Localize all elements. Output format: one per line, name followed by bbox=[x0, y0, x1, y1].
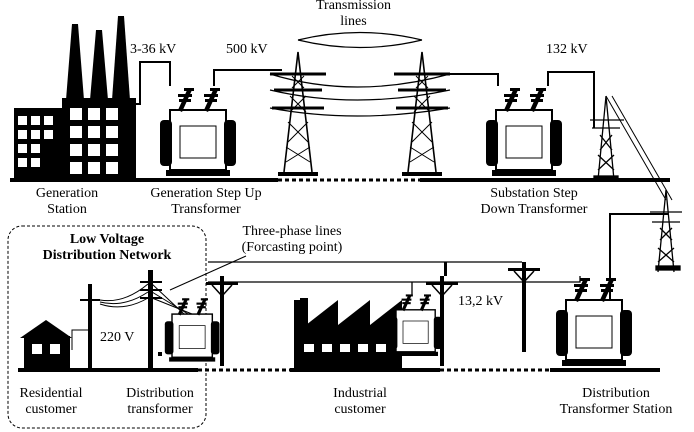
substation-label: Substation Step Down Transformer bbox=[472, 186, 596, 218]
top-ground-line bbox=[10, 178, 670, 182]
wire-132kv-out bbox=[547, 71, 595, 128]
industrial-text-1: Industrial bbox=[333, 386, 387, 401]
voltage-13-2kv: 13,2 kV bbox=[458, 294, 504, 309]
wire-132kv-in bbox=[450, 73, 499, 86]
lv-network-text-2: Distribution Network bbox=[42, 248, 172, 263]
distribution-transformer-text-1: Distribution bbox=[126, 386, 194, 401]
transformer-icon bbox=[485, 87, 563, 177]
industrial-label: Industrial customer bbox=[320, 386, 400, 418]
industrial-text-2: customer bbox=[334, 402, 386, 417]
factory-icon bbox=[14, 16, 136, 180]
gen-step-up-label: Generation Step Up Transformer bbox=[136, 186, 276, 218]
voltage-220v: 220 V bbox=[100, 330, 135, 345]
distribution-station-text-1: Distribution bbox=[582, 386, 650, 401]
voltage-132kv: 132 kV bbox=[546, 42, 588, 57]
transformer-icon bbox=[159, 87, 237, 177]
lv-network-text-1: Low Voltage bbox=[69, 232, 145, 247]
generation-station-text-2: Station bbox=[47, 202, 87, 217]
distribution-transformer-label: Distribution transformer bbox=[112, 386, 208, 418]
transmission-lines bbox=[269, 31, 451, 117]
transmission-lines-text-1: Transmission bbox=[316, 0, 391, 13]
residential-label: Residential customer bbox=[10, 386, 92, 418]
wire-500kv bbox=[213, 69, 282, 86]
transmission-tower-icon bbox=[590, 95, 682, 273]
house-icon bbox=[20, 320, 72, 368]
distribution-transformer-text-2: transformer bbox=[127, 402, 193, 417]
three-phase-text-1: Three-phase lines bbox=[242, 224, 342, 239]
distribution-line-13kv bbox=[205, 261, 581, 367]
three-phase-text-2: (Forcasting point) bbox=[241, 240, 343, 255]
voltage-3-36kv: 3-36 kV bbox=[130, 42, 177, 57]
utility-pole-icon bbox=[140, 270, 162, 370]
gen-step-up-text-2: Transformer bbox=[171, 202, 241, 217]
lv-wires bbox=[71, 255, 247, 350]
utility-pole-icon bbox=[80, 284, 100, 370]
substation-text-1: Substation Step bbox=[490, 186, 578, 201]
voltage-500kv: 500 kV bbox=[226, 42, 268, 57]
transmission-lines-label: Transmission lines bbox=[316, 0, 391, 30]
utility-pole-icon bbox=[507, 261, 541, 353]
wire-feed-distribution bbox=[609, 213, 668, 300]
residential-text-2: customer bbox=[25, 402, 77, 417]
lv-network-label: Low Voltage Distribution Network bbox=[28, 232, 186, 264]
transmission-lines-text-2: lines bbox=[340, 14, 367, 29]
gen-step-up-text-1: Generation Step Up bbox=[150, 186, 262, 201]
wire-generation bbox=[130, 61, 171, 105]
distribution-station-text-2: Transformer Station bbox=[559, 402, 673, 417]
industrial-building-icon bbox=[294, 298, 402, 370]
transformer-icon bbox=[388, 293, 443, 357]
substation-text-2: Down Transformer bbox=[480, 202, 588, 217]
generation-station-text-1: Generation bbox=[35, 186, 99, 201]
transformer-icon bbox=[164, 297, 221, 363]
generation-station-label: Generation Station bbox=[30, 186, 104, 218]
low-voltage-network-box bbox=[7, 225, 207, 429]
residential-text-1: Residential bbox=[19, 386, 83, 401]
transformer-icon bbox=[555, 277, 633, 367]
three-phase-label: Three-phase lines (Forcasting point) bbox=[232, 224, 352, 256]
distribution-station-label: Distribution Transformer Station bbox=[546, 386, 686, 418]
